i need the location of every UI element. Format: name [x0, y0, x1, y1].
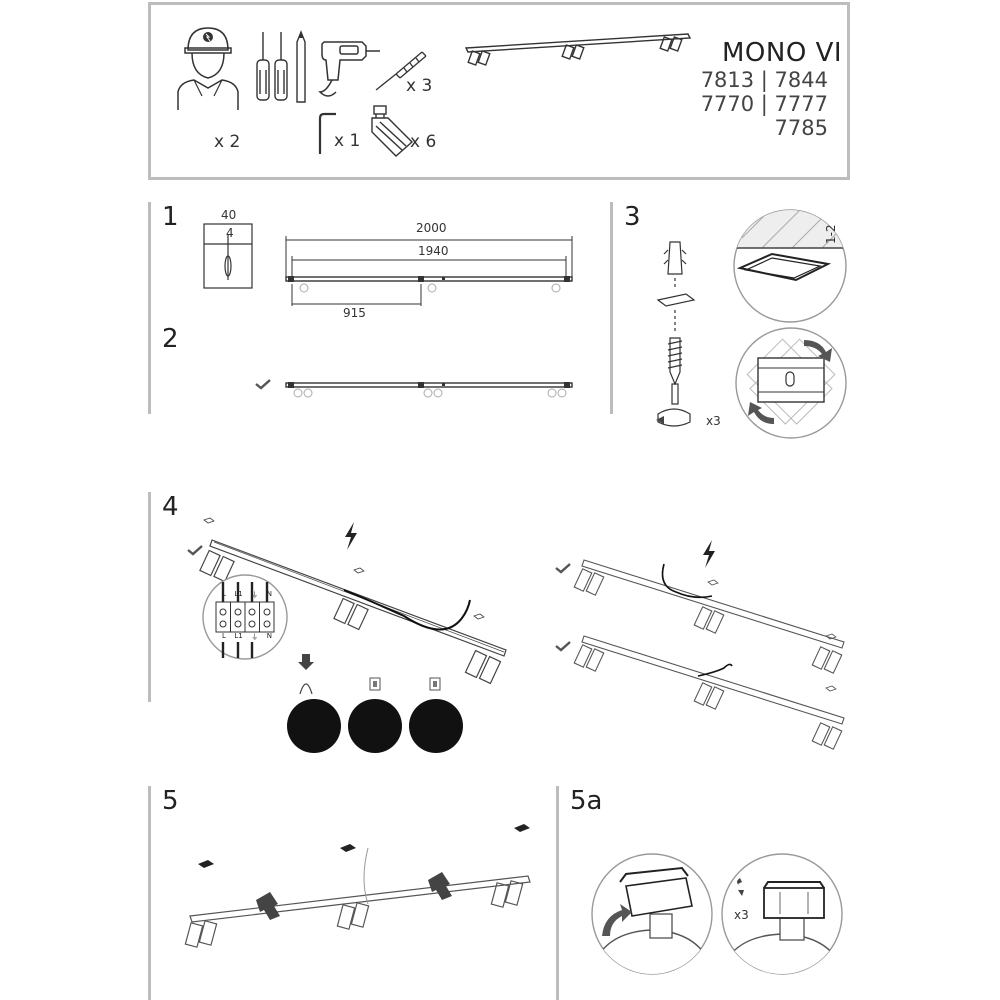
wiring-option-circles [287, 654, 463, 753]
mounting-rotate-detail [735, 327, 847, 439]
mounting-profile-drawing [203, 223, 253, 289]
dimension-1940: 1940 [418, 244, 449, 258]
product-name: MONO VI [722, 38, 843, 68]
dimension-40: 40 [221, 208, 237, 222]
dimension-2000: 2000 [416, 221, 447, 235]
dimension-4: 4 [226, 226, 234, 240]
screw-quantity: x3 [706, 414, 721, 428]
terminal-label-l1: L1 [234, 632, 243, 640]
step-4-number: 4 [162, 492, 179, 522]
mounted-track-drawing [285, 382, 573, 398]
terminal-label-l1: L1 [234, 590, 243, 598]
step-2-number: 2 [162, 324, 179, 354]
terminal-label-earth: ⏚ [251, 591, 259, 599]
step-5-divider [148, 786, 151, 1000]
check-icon [555, 641, 571, 652]
power-off-icon [703, 540, 715, 568]
clip-quantity: x3 [734, 908, 749, 922]
hex-key-icon [318, 112, 336, 154]
bulb-quantity: x 6 [410, 132, 437, 152]
cover-clip-detail-right [721, 853, 843, 975]
terminal-block-detail [202, 574, 288, 660]
track-connect-drawing-lower [573, 635, 845, 750]
power-off-icon [345, 522, 357, 550]
check-icon [555, 563, 571, 574]
terminal-label-n: N [266, 632, 272, 640]
terminal-label-l: L [222, 590, 226, 598]
wall-plug-icon [375, 51, 427, 91]
hex-key-quantity: x 1 [334, 131, 361, 151]
installer-quantity: x 2 [214, 132, 241, 152]
terminal-label-n: N [266, 590, 272, 598]
model-numbers-line-1: 7813 | 7844 [700, 68, 828, 92]
header-frame [148, 2, 850, 180]
check-icon [187, 545, 203, 556]
spot-adjust-drawing [184, 824, 531, 948]
screwdriver-icon [256, 30, 306, 103]
step-1-divider [148, 202, 151, 414]
step-5a-number: 5a [570, 786, 603, 816]
ceiling-gap-dimension: 1-2 [824, 224, 838, 244]
step-5a-divider [556, 786, 559, 1000]
dimension-915: 915 [343, 306, 366, 320]
step-3-number: 3 [624, 202, 641, 232]
model-numbers-line-3: 7785 [774, 116, 828, 140]
step-1-number: 1 [162, 202, 179, 232]
check-icon [255, 379, 271, 390]
track-connect-drawing-upper [573, 559, 845, 674]
track-dimension-drawing [285, 236, 573, 306]
ceiling-gap-detail [733, 209, 847, 323]
step-3-divider [610, 202, 613, 414]
drill-icon [318, 41, 380, 97]
product-illustration [464, 33, 692, 66]
terminal-labels-bottom: L L1 ⏚ N [222, 632, 272, 642]
track-wiring-drawing [199, 517, 507, 685]
model-numbers-line-2: 7770 | 7777 [700, 92, 828, 116]
terminal-label-l: L [222, 632, 226, 640]
terminal-label-earth: ⏚ [251, 633, 259, 641]
terminal-labels-top: L L1 ⏚ N [222, 590, 272, 600]
gu10-bulb-icon [371, 105, 414, 157]
screw-and-plug-drawing [656, 241, 696, 427]
cover-clip-detail-left [591, 853, 713, 975]
person-with-helmet-icon [177, 27, 239, 110]
step-4-divider [148, 492, 151, 702]
step-5-number: 5 [162, 786, 179, 816]
wall-plug-quantity: x 3 [406, 76, 433, 96]
